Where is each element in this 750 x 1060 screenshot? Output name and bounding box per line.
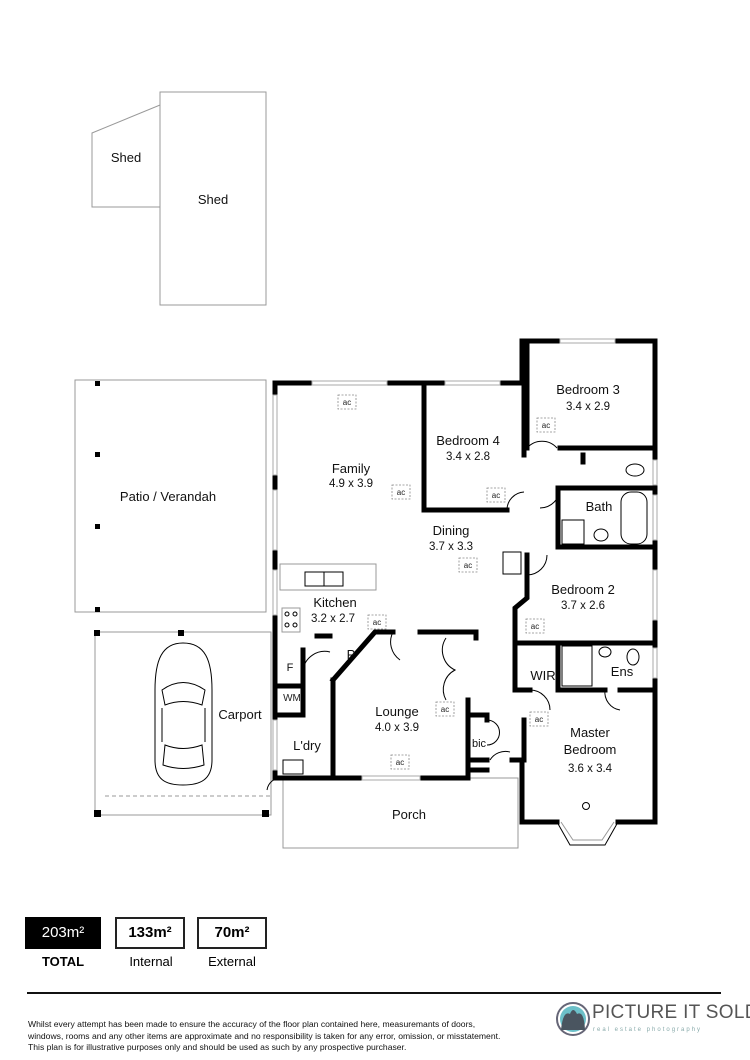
room-bedroom4: Bedroom 4 — [436, 433, 500, 448]
room-bic: bic — [472, 738, 487, 750]
room-wir: WIR — [530, 668, 555, 683]
svg-text:ac: ac — [373, 618, 381, 627]
room-porch: Porch — [392, 807, 426, 822]
house-walls — [266, 338, 658, 846]
room-bath: Bath — [586, 499, 613, 514]
room-kitchen-dims: 3.2 x 2.7 — [311, 613, 355, 625]
ac-unit-icon: ac — [529, 711, 549, 727]
ac-unit-icon: ac — [536, 417, 556, 433]
disclaimer-line: windows, rooms and any other items are a… — [28, 1030, 501, 1041]
divider — [27, 992, 721, 994]
ac-unit-icon: ac — [391, 484, 411, 500]
car-icon — [154, 642, 213, 786]
logo-tagline: real estate photography — [593, 1027, 703, 1033]
svg-text:ac: ac — [542, 421, 550, 430]
room-bedroom4-dims: 3.4 x 2.8 — [446, 451, 490, 463]
room-bedroom3: Bedroom 3 — [556, 382, 620, 397]
svg-text:ac: ac — [397, 488, 405, 497]
ac-unit-icon: ac — [458, 557, 478, 573]
shed-outbuildings — [91, 91, 267, 306]
svg-text:ac: ac — [492, 491, 500, 500]
area-internal-label: Internal — [129, 954, 173, 969]
room-dining-dims: 3.7 x 3.3 — [429, 541, 473, 553]
room-kitchen: Kitchen — [313, 595, 356, 610]
svg-text:ac: ac — [535, 715, 543, 724]
room-lounge-dims: 4.0 x 3.9 — [375, 722, 419, 734]
disclaimer: Whilst every attempt has been made to en… — [28, 1019, 500, 1054]
ac-unit-icon: ac — [525, 618, 545, 634]
room-pantry: P — [347, 647, 356, 662]
room-patio: Patio / Verandah — [120, 489, 216, 504]
ac-unit-icon: ac — [367, 614, 387, 630]
room-labels: Shed Shed Patio / Verandah Carport Famil… — [111, 150, 634, 822]
disclaimer-line: Whilst every attempt has been made to en… — [28, 1019, 476, 1029]
logo-icon — [556, 1002, 590, 1036]
svg-text:ac: ac — [396, 758, 404, 767]
room-bedroom2: Bedroom 2 — [551, 582, 615, 597]
svg-text:ac: ac — [464, 561, 472, 570]
ac-unit-icon: ac — [435, 701, 455, 717]
ac-unit-icon: ac — [390, 754, 410, 770]
room-laundry: L'dry — [293, 738, 321, 753]
ac-unit-icon: ac — [486, 487, 506, 503]
patio-area — [74, 379, 267, 613]
room-fridge: F — [287, 662, 294, 674]
area-total-label: TOTAL — [41, 954, 85, 969]
logo-name: PICTURE IT SOLD — [592, 1002, 750, 1023]
svg-text:ac: ac — [441, 705, 449, 714]
area-internal-value: 133m² — [115, 917, 185, 949]
room-washing-machine: WM — [283, 693, 301, 704]
room-lounge: Lounge — [375, 704, 418, 719]
disclaimer-line: This plan is for illustrative purposes o… — [28, 1042, 407, 1052]
room-shed-large: Shed — [198, 192, 228, 207]
area-external-label: External — [208, 954, 256, 969]
ac-markers: ac ac ac ac ac ac ac ac ac ac — [337, 394, 556, 770]
svg-text:ac: ac — [531, 622, 539, 631]
room-bedroom3-dims: 3.4 x 2.9 — [566, 401, 610, 413]
room-carport: Carport — [218, 707, 262, 722]
room-dining: Dining — [433, 523, 470, 538]
room-family: Family — [332, 461, 371, 476]
svg-text:ac: ac — [343, 398, 351, 407]
room-master-dims: 3.6 x 3.4 — [568, 763, 613, 775]
carport-area — [94, 630, 272, 817]
area-external-value: 70m² — [197, 917, 267, 949]
room-family-dims: 4.9 x 3.9 — [329, 478, 373, 490]
ac-unit-icon: ac — [337, 394, 357, 410]
room-ensuite: Ens — [611, 664, 634, 679]
room-master-line1: Master — [570, 725, 610, 740]
room-shed-small: Shed — [111, 150, 141, 165]
area-total-value: 203m² — [25, 917, 101, 949]
room-master-line2: Bedroom — [564, 742, 617, 757]
room-bedroom2-dims: 3.7 x 2.6 — [561, 600, 605, 612]
